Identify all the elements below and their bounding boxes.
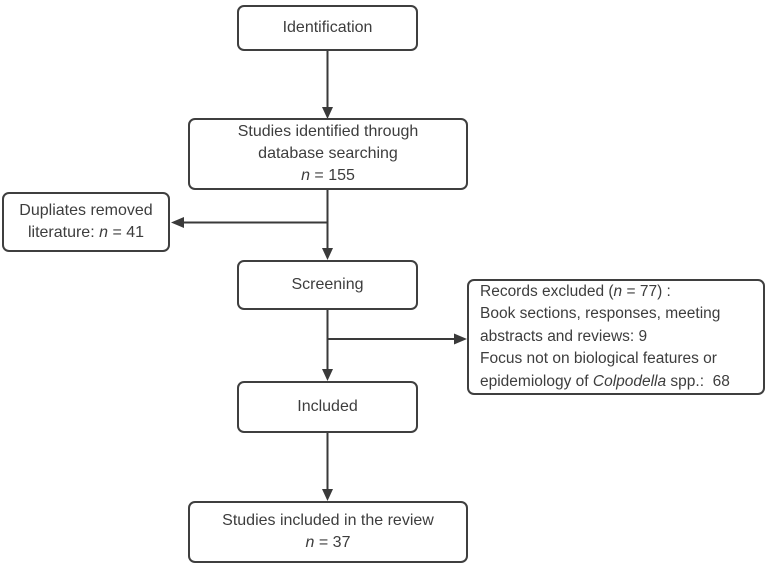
box-text: Focus not on biological features or	[480, 350, 717, 368]
arrow-identification-to-studies-head	[322, 107, 333, 119]
italic-n: n	[301, 167, 310, 184]
box-text-line: database searching	[258, 143, 398, 165]
italic-n: n	[305, 534, 315, 551]
box-text-line: Book sections, responses, meeting	[480, 303, 720, 326]
box-records-excluded: Records excluded (n = 77) : Book section…	[467, 279, 765, 395]
italic-colpodella: Colpodella	[592, 372, 667, 390]
box-included-label: Included	[297, 396, 358, 418]
box-text-line: Dupliates removed	[19, 200, 152, 222]
arrow-screening-to-included-head	[322, 369, 333, 381]
box-text: Studies included in the review	[222, 512, 434, 529]
box-text: Records excluded (	[480, 282, 614, 300]
box-text: literature:	[27, 224, 100, 241]
box-text: abstracts and reviews: 9	[480, 327, 648, 345]
box-screening: Screening	[237, 260, 418, 310]
box-text-line: Studies included in the review	[222, 510, 434, 532]
arrow-included-to-review-head	[322, 489, 333, 501]
box-duplicates-removed: Dupliates removed literature: n = 41	[2, 192, 170, 252]
box-text: spp.: 68	[666, 372, 730, 390]
box-text-line: n = 37	[306, 532, 351, 554]
box-text: Screening	[291, 276, 364, 293]
box-text: Dupliates removed	[19, 202, 153, 219]
arrow-studies-to-screening-head	[322, 248, 333, 260]
italic-n: n	[99, 224, 108, 241]
box-text: Studies identified through	[237, 123, 419, 140]
box-text: Book sections, responses, meeting	[480, 305, 721, 323]
box-screening-label: Screening	[291, 274, 363, 296]
box-text: = 155	[309, 167, 355, 184]
box-text-line: abstracts and reviews: 9	[480, 326, 647, 349]
box-text: = 41	[108, 224, 145, 241]
italic-n: n	[613, 282, 623, 300]
box-studies-identified: Studies identified through database sear…	[188, 118, 468, 190]
box-text: Identification	[282, 19, 373, 36]
box-text-line: epidemiology of Colpodella spp.: 68	[480, 371, 730, 394]
box-text: = 77) :	[622, 282, 671, 300]
box-text: epidemiology of	[480, 372, 593, 390]
box-text: Included	[297, 398, 358, 415]
box-included: Included	[237, 381, 418, 433]
arrow-branch-to-excluded-head	[454, 333, 467, 345]
box-text-line: Studies identified through	[238, 121, 419, 143]
box-text-line: n = 155	[301, 165, 355, 187]
box-text-line: Records excluded (n = 77) :	[480, 281, 671, 304]
box-text: database searching	[258, 145, 398, 162]
box-text: = 37	[314, 534, 351, 551]
arrow-branch-to-duplicates-head	[171, 217, 184, 228]
box-identification-label: Identification	[283, 17, 373, 39]
box-text-line: Focus not on biological features or	[480, 348, 717, 371]
box-identification: Identification	[237, 5, 418, 51]
box-studies-included-review: Studies included in the review n = 37	[188, 501, 468, 563]
box-text-line: literature: n = 41	[28, 222, 144, 244]
